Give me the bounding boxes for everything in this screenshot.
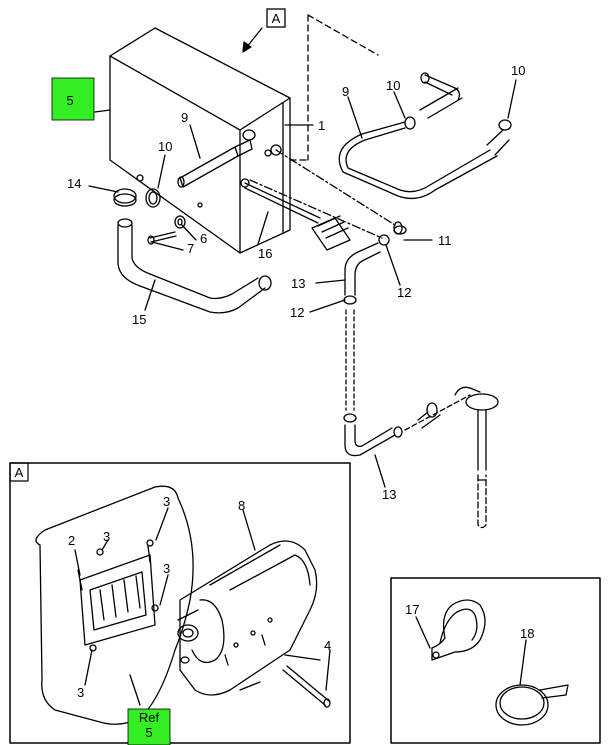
svg-text:10: 10 <box>511 63 525 78</box>
view-marker-a[interactable]: A <box>266 8 286 28</box>
part-13-upper-callout[interactable]: 13 <box>291 276 305 291</box>
svg-text:10: 10 <box>386 78 400 93</box>
svg-text:16: 16 <box>258 246 272 261</box>
callout-ref-label: Ref <box>139 710 160 725</box>
svg-text:3: 3 <box>163 494 170 509</box>
callout-5-label: 5 <box>66 93 73 108</box>
svg-text:6: 6 <box>200 231 207 246</box>
part-16-callout[interactable]: 16 <box>258 246 272 261</box>
svg-text:10: 10 <box>158 139 172 154</box>
part-10-callout[interactable]: 10 <box>158 139 172 154</box>
part-10-loop-callout[interactable]: 10 <box>386 78 400 93</box>
part-15-callout[interactable]: 15 <box>132 312 146 327</box>
svg-text:1: 1 <box>318 118 325 133</box>
part-4-callout[interactable]: 4 <box>324 638 331 653</box>
part-3-top-callout[interactable]: 3 <box>163 494 170 509</box>
harness-16-drawing <box>244 182 351 251</box>
svg-text:3: 3 <box>103 529 110 544</box>
part-1-callout[interactable]: 1 <box>318 118 325 133</box>
hose-15-drawing <box>117 218 272 314</box>
callout-5-link[interactable]: 5 <box>51 77 95 121</box>
callout-ref-5-link[interactable]: Ref 5 <box>127 708 171 745</box>
svg-text:9: 9 <box>181 110 188 125</box>
svg-text:3: 3 <box>77 685 84 700</box>
hose-13-lower-drawing <box>344 424 396 457</box>
part-8-callout[interactable]: 8 <box>238 498 245 513</box>
callout-ref-5-label: 5 <box>145 725 152 740</box>
part-12-callout[interactable]: 12 <box>397 285 411 300</box>
part-11-callout[interactable]: 11 <box>438 233 452 248</box>
svg-text:3: 3 <box>163 561 170 576</box>
svg-text:11: 11 <box>438 233 452 248</box>
part-3-mid-callout[interactable]: 3 <box>103 529 110 544</box>
hose-13-upper-drawing <box>344 242 381 296</box>
svg-text:13: 13 <box>382 487 396 502</box>
svg-text:4: 4 <box>324 638 331 653</box>
svg-text:14: 14 <box>67 176 81 191</box>
part-2-callout[interactable]: 2 <box>68 533 75 548</box>
svg-text:2: 2 <box>68 533 75 548</box>
view-marker-label: A <box>272 11 281 26</box>
hose-9-drawing <box>177 139 253 188</box>
clamp-18-drawing <box>495 684 569 726</box>
part-callouts: 1 9 10 14 6 7 16 15 9 10 10 11 12 13 12 … <box>67 63 534 700</box>
part-13-lower-callout[interactable]: 13 <box>382 487 396 502</box>
part-12-lower-callout[interactable]: 12 <box>290 305 304 320</box>
clamp-17-drawing <box>431 599 486 661</box>
detail-a-label: A <box>15 465 24 480</box>
svg-text:13: 13 <box>291 276 305 291</box>
heater-housing-drawing <box>109 27 291 254</box>
part-17-callout[interactable]: 17 <box>405 602 419 617</box>
part-3-right-callout[interactable]: 3 <box>163 561 170 576</box>
svg-text:8: 8 <box>238 498 245 513</box>
part-6-callout[interactable]: 6 <box>200 231 207 246</box>
part-14-callout[interactable]: 14 <box>67 176 81 191</box>
part-9-loop-callout[interactable]: 9 <box>342 84 349 99</box>
svg-text:12: 12 <box>290 305 304 320</box>
svg-text:18: 18 <box>520 626 534 641</box>
part-9-callout[interactable]: 9 <box>181 110 188 125</box>
part-18-callout[interactable]: 18 <box>520 626 534 641</box>
svg-text:12: 12 <box>397 285 411 300</box>
svg-text:9: 9 <box>342 84 349 99</box>
hose-9-loop-drawing <box>338 72 512 200</box>
svg-text:17: 17 <box>405 602 419 617</box>
svg-text:15: 15 <box>132 312 146 327</box>
part-7-callout[interactable]: 7 <box>187 241 194 256</box>
part-10-right-callout[interactable]: 10 <box>511 63 525 78</box>
svg-text:7: 7 <box>187 241 194 256</box>
part-3-bottom-callout[interactable]: 3 <box>77 685 84 700</box>
heater-8-drawing <box>177 540 321 696</box>
